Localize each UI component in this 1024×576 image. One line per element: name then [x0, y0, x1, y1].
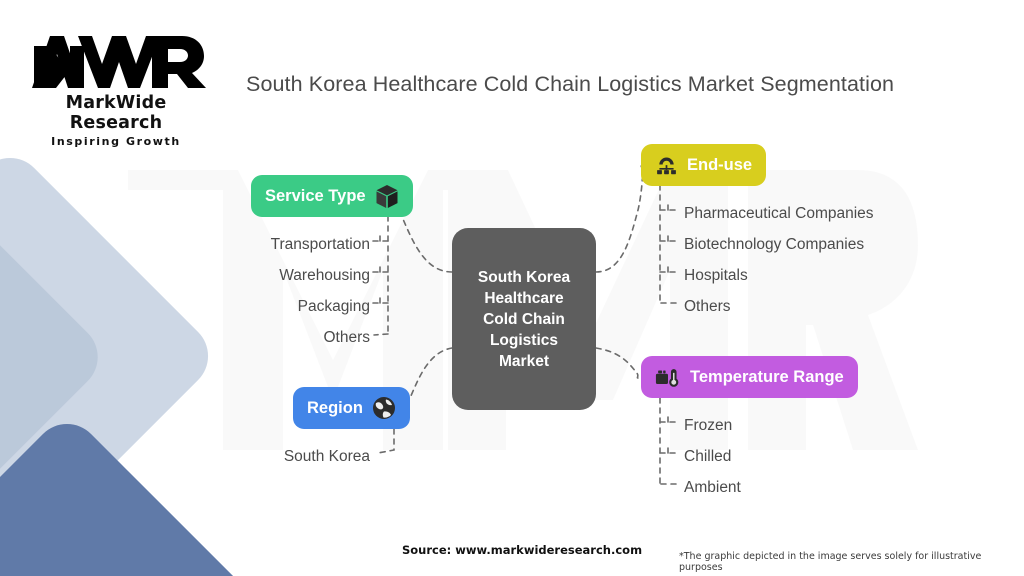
stubs-temperature-range — [659, 421, 677, 485]
list-item: Frozen — [684, 417, 733, 434]
connector-end-use — [595, 164, 644, 273]
list-item: Biotechnology Companies — [684, 236, 865, 253]
badge-end-use[interactable]: End-use — [641, 144, 767, 186]
badge-service-type-label: Service Type — [265, 186, 366, 205]
list-item: Others — [323, 329, 370, 346]
list-item: Transportation — [270, 236, 370, 253]
center-line-2: Healthcare — [484, 289, 564, 307]
page-title: South Korea Healthcare Cold Chain Logist… — [246, 72, 895, 96]
badge-service-type[interactable]: Service Type — [251, 175, 413, 217]
sitemap-icon — [655, 154, 678, 177]
list-item: Warehousing — [279, 267, 370, 284]
badge-end-use-label: End-use — [687, 155, 753, 174]
disclaimer-text: *The graphic depicted in the image serve… — [679, 551, 982, 573]
brand-logo: MarkWide Research Inspiring Growth — [26, 30, 206, 148]
list-temperature-range: Frozen Chilled Ambient — [684, 410, 984, 503]
box-3d-icon — [375, 184, 399, 209]
badge-temperature-range[interactable]: Temperature Range — [641, 356, 858, 398]
list-end-use: Pharmaceutical Companies Biotechnology C… — [684, 198, 984, 322]
list-item: South Korea — [283, 448, 370, 465]
list-item: Packaging — [297, 298, 370, 315]
center-line-5: Market — [499, 352, 549, 370]
center-line-1: South Korea — [477, 268, 571, 286]
center-line-4: Logistics — [489, 331, 559, 349]
center-node: South Korea Healthcare Cold Chain Logist… — [452, 228, 596, 410]
list-item: Ambient — [684, 479, 741, 496]
globe-icon — [372, 396, 396, 420]
list-item: Hospitals — [684, 267, 748, 284]
badge-region-label: Region — [307, 398, 363, 417]
connector-temperature-range — [595, 347, 639, 379]
mwr-logo-icon — [32, 36, 206, 88]
list-service-type: Transportation Warehousing Packaging Oth… — [120, 229, 370, 353]
brand-name: MarkWide Research — [65, 93, 167, 133]
stubs-end-use — [659, 209, 677, 304]
stubs-service-type — [371, 240, 389, 336]
list-item: Chilled — [684, 448, 732, 465]
center-line-3: Cold Chain — [483, 310, 565, 328]
list-region: South Korea — [120, 441, 370, 472]
badge-temperature-range-label: Temperature Range — [690, 367, 844, 386]
thermometer-fridge-icon — [655, 366, 681, 389]
brand-tagline: Inspiring Growth — [51, 135, 181, 148]
source-text: Source: www.markwideresearch.com — [402, 543, 643, 557]
list-item: Others — [684, 298, 731, 315]
badge-region[interactable]: Region — [293, 387, 410, 429]
list-item: Pharmaceutical Companies — [684, 205, 874, 222]
